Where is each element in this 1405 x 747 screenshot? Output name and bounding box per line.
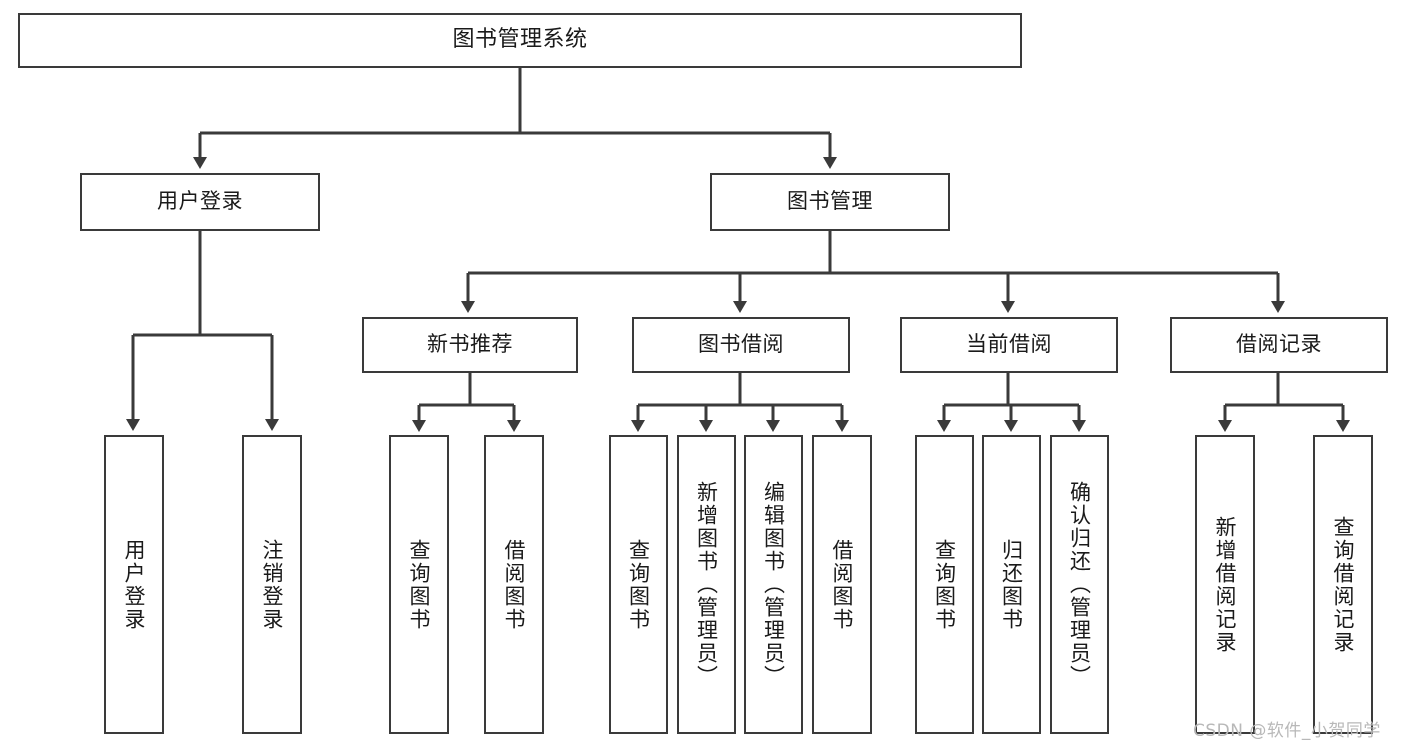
leaf-edit-book-admin[interactable]: 编辑图书（管理员）	[744, 435, 803, 734]
node-user-login[interactable]: 用户登录	[80, 173, 320, 231]
node-user-login-label: 用户登录	[157, 189, 243, 214]
leaf-query-book-borrow[interactable]: 查询图书	[609, 435, 668, 734]
leaf-query-borrow-record[interactable]: 查询借阅记录	[1313, 435, 1373, 734]
leaf-borrow-book[interactable]: 借阅图书	[812, 435, 872, 734]
leaf-confirm-return-admin[interactable]: 确认归还（管理员）	[1050, 435, 1109, 734]
leaf-query-borrow-record-label: 查询借阅记录	[1331, 515, 1356, 654]
node-book-manage-label: 图书管理	[787, 189, 873, 214]
leaf-edit-book-admin-label: 编辑图书（管理员）	[761, 481, 786, 688]
leaf-borrow-book-recommend[interactable]: 借阅图书	[484, 435, 544, 734]
node-current-borrow-label: 当前借阅	[966, 332, 1052, 357]
node-root-label: 图书管理系统	[452, 27, 588, 53]
csdn-watermark: CSDN @软件_小贺同学	[1193, 716, 1381, 741]
node-book-borrow[interactable]: 图书借阅	[632, 317, 850, 373]
node-borrow-record[interactable]: 借阅记录	[1170, 317, 1388, 373]
node-root[interactable]: 图书管理系统	[18, 13, 1022, 68]
leaf-return-book[interactable]: 归还图书	[982, 435, 1041, 734]
leaf-query-book-recommend[interactable]: 查询图书	[389, 435, 449, 734]
node-book-manage[interactable]: 图书管理	[710, 173, 950, 231]
node-book-borrow-label: 图书借阅	[698, 332, 784, 357]
leaf-query-book-current[interactable]: 查询图书	[915, 435, 974, 734]
node-current-borrow[interactable]: 当前借阅	[900, 317, 1118, 373]
leaf-confirm-return-admin-label: 确认归还（管理员）	[1067, 481, 1092, 688]
leaf-query-book-recommend-label: 查询图书	[407, 538, 432, 631]
leaf-user-login-label: 用户登录	[122, 538, 147, 631]
leaf-add-borrow-record-label: 新增借阅记录	[1213, 515, 1238, 654]
leaf-query-book-borrow-label: 查询图书	[626, 538, 651, 631]
leaf-return-book-label: 归还图书	[999, 538, 1024, 631]
csdn-watermark-text: CSDN @软件_小贺同学	[1193, 721, 1381, 741]
leaf-logout-label: 注销登录	[260, 538, 285, 631]
node-new-book-recommend[interactable]: 新书推荐	[362, 317, 578, 373]
leaf-add-book-admin[interactable]: 新增图书（管理员）	[677, 435, 736, 734]
leaf-logout[interactable]: 注销登录	[242, 435, 302, 734]
leaf-borrow-book-label: 借阅图书	[830, 538, 855, 631]
leaf-add-borrow-record[interactable]: 新增借阅记录	[1195, 435, 1255, 734]
leaf-user-login[interactable]: 用户登录	[104, 435, 164, 734]
leaf-borrow-book-recommend-label: 借阅图书	[502, 538, 527, 631]
node-new-book-recommend-label: 新书推荐	[427, 332, 513, 357]
leaf-add-book-admin-label: 新增图书（管理员）	[694, 481, 719, 688]
node-borrow-record-label: 借阅记录	[1236, 332, 1322, 357]
leaf-query-book-current-label: 查询图书	[932, 538, 957, 631]
